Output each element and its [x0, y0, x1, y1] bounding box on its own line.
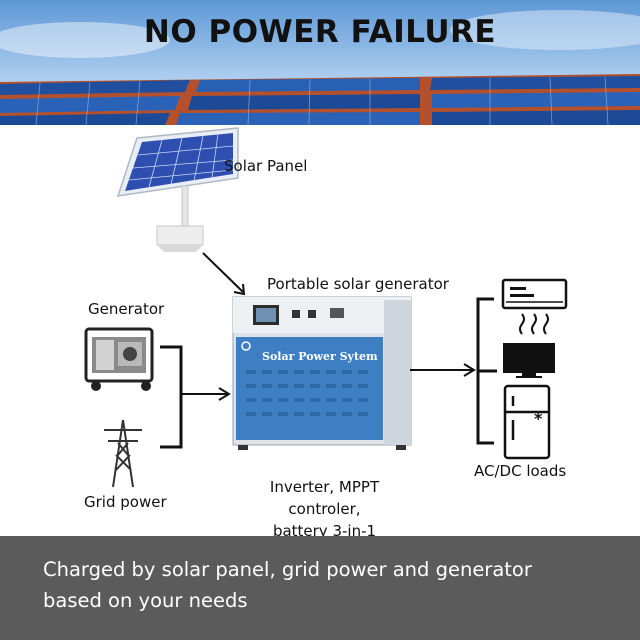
solar-generator-cabinet: Solar Power Sytem [232, 296, 412, 450]
tv-icon [503, 343, 555, 378]
power-tower-icon [104, 419, 142, 488]
output-arrow [410, 363, 476, 377]
footer-bar: Charged by solar panel, grid power and g… [0, 536, 640, 640]
portable-generator-label: Portable solar generator [267, 275, 449, 293]
caption-line: controler, [288, 500, 361, 518]
caption-line: battery 3-in-1 [272, 522, 377, 540]
rooftop-solar-image [0, 0, 640, 125]
footer-text: Charged by solar panel, grid power and g… [43, 554, 633, 616]
generator-icon [84, 327, 154, 391]
air-conditioner-icon [501, 278, 568, 335]
headline: NO POWER FAILURE [143, 14, 497, 50]
load-bracket [476, 297, 497, 445]
loads-label: AC/DC loads [474, 462, 567, 480]
footer-line: Charged by solar panel, grid power and g… [43, 558, 532, 581]
power-flow-diagram: Solar Power Sytem * [84, 127, 568, 488]
generator-label: Generator [88, 300, 165, 318]
footer-line: based on your needs [43, 589, 248, 612]
product-name: Solar Power Sytem [262, 350, 378, 363]
solar-panel-icon [116, 127, 239, 252]
input-bracket [160, 345, 231, 449]
solar-to-generator-arrow [202, 252, 246, 296]
grid-power-label: Grid power [84, 493, 167, 511]
hero-banner: NO POWER FAILURE [0, 0, 640, 125]
solar-panel-label: Solar Panel [224, 157, 308, 175]
sun-icon [241, 341, 251, 351]
svg-text:*: * [534, 409, 543, 428]
fridge-icon [503, 384, 551, 460]
generator-caption: Inverter, MPPT controler, battery 3-in-1 [252, 476, 397, 542]
caption-line: Inverter, MPPT [269, 478, 380, 496]
